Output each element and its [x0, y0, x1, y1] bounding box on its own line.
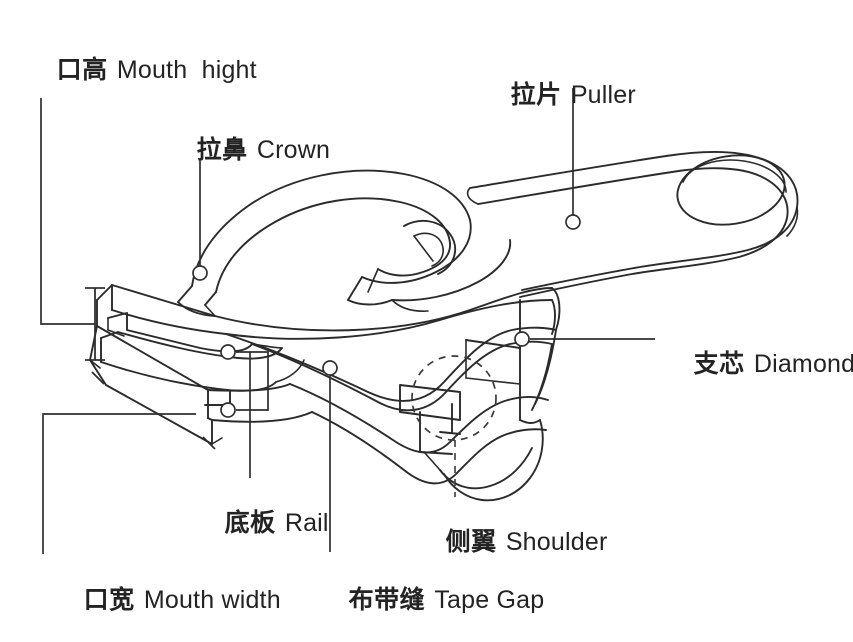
- label-mouth-hight-en: Mouth hight: [116, 55, 257, 84]
- slider-body-top: [96, 284, 561, 340]
- label-diamond: 支芯 Diamond: [665, 322, 853, 406]
- leader-tape-gap: [322, 360, 338, 552]
- shoulder-highlight-circle: [411, 355, 497, 441]
- label-crown: 拉鼻 Crown: [168, 108, 330, 192]
- label-mouth-width: 口宽 Mouth width: [55, 558, 281, 642]
- label-rail: 底板 Rail: [196, 481, 329, 565]
- label-rail-cn: 底板: [224, 507, 285, 537]
- label-mouth-hight: 口高 Mouth hight: [28, 28, 257, 112]
- label-puller-cn: 拉片: [510, 79, 571, 109]
- label-mouth-width-en: Mouth width: [143, 585, 281, 614]
- leader-rail: [220, 344, 269, 478]
- slider-waist-shape: [225, 326, 557, 485]
- shoulder-side-wing-shape: [399, 384, 549, 490]
- label-diamond-en: Diamond: [753, 349, 853, 378]
- diamond-separator-shape: [443, 299, 557, 502]
- label-crown-en: Crown: [256, 135, 331, 164]
- leader-puller: [565, 88, 581, 230]
- label-rail-en: Rail: [284, 508, 329, 537]
- label-mouth-width-cn: 口宽: [83, 584, 144, 614]
- leader-crown: [192, 160, 208, 281]
- rail-base-plate-shape: [89, 325, 313, 445]
- label-mouth-hight-cn: 口高: [56, 54, 117, 84]
- crown-bow-shape: [177, 169, 512, 317]
- label-puller: 拉片 Puller: [482, 53, 636, 137]
- label-shoulder-cn: 侧翼: [445, 526, 506, 556]
- label-puller-en: Puller: [570, 80, 636, 109]
- leader-mouth-width: [42, 371, 216, 554]
- leader-mouth-hight: [40, 98, 95, 325]
- leader-diamond: [514, 331, 655, 347]
- label-shoulder: 侧翼 Shoulder: [417, 500, 608, 584]
- label-tape-gap: 布带缝 Tape Gap: [320, 558, 545, 642]
- puller-tab-shape: [466, 150, 799, 298]
- label-crown-cn: 拉鼻: [196, 134, 257, 164]
- label-shoulder-en: Shoulder: [505, 527, 608, 556]
- label-tape-gap-cn: 布带缝: [348, 584, 435, 614]
- label-tape-gap-en: Tape Gap: [434, 585, 545, 614]
- label-diamond-cn: 支芯: [693, 348, 754, 378]
